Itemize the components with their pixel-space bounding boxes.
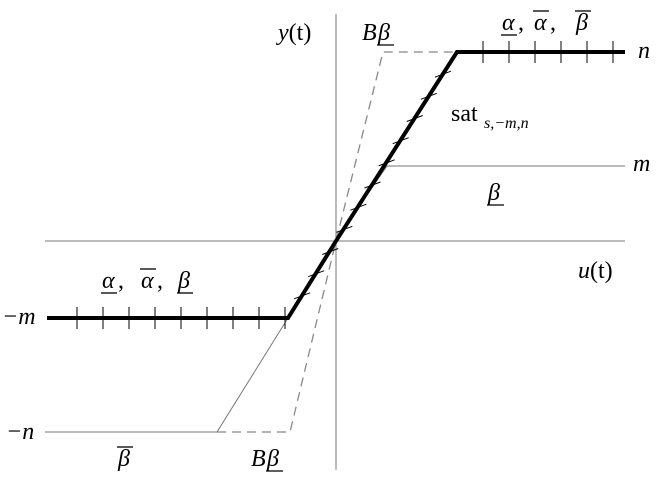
tick-marks — [76, 41, 614, 329]
svg-text:B: B — [251, 446, 266, 472]
svg-text:,: , — [157, 268, 163, 294]
svg-text:β: β — [487, 180, 500, 206]
sat-subscript: s,−m,n — [484, 115, 529, 132]
svg-text:β: β — [575, 10, 588, 36]
n-label: n — [638, 38, 650, 64]
minus-n-level-line — [45, 240, 337, 433]
tick-mark — [364, 181, 381, 189]
tick-mark — [322, 248, 339, 255]
svg-text:α: α — [502, 10, 515, 36]
minus-m-label: −m — [2, 304, 36, 330]
saturation-curve — [47, 50, 625, 320]
tick-mark — [420, 92, 438, 100]
tick-mark — [336, 225, 353, 233]
tick-mark — [434, 70, 452, 78]
svg-text:β: β — [117, 446, 130, 472]
tick-mark — [350, 203, 367, 211]
svg-text:α: α — [102, 268, 115, 294]
svg-text:α: α — [141, 268, 154, 294]
tick-mark — [307, 270, 325, 278]
svg-text:,: , — [550, 10, 556, 36]
svg-text:β: β — [266, 446, 279, 472]
minus-n-label: −n — [6, 419, 34, 445]
svg-text:,: , — [118, 268, 124, 294]
m-label: m — [633, 151, 650, 177]
dashed-curve — [217, 51, 455, 433]
tick-mark — [378, 159, 395, 167]
tick-mark — [392, 137, 409, 145]
sat-label: sat — [451, 101, 478, 127]
B-beta-underline-bottom: B β — [251, 446, 283, 472]
svg-text:,: , — [518, 10, 524, 36]
B-beta-underline-top: B β — [362, 20, 394, 46]
beta-underline-mid: β — [487, 180, 504, 206]
tick-mark — [406, 115, 423, 122]
y-axis-label: y(t) — [276, 20, 311, 46]
svg-text:α: α — [534, 10, 547, 36]
left-symbols: α , α , β — [101, 268, 193, 294]
svg-text:β: β — [377, 20, 390, 46]
svg-text:β: β — [177, 268, 190, 294]
tick-mark — [293, 292, 311, 300]
svg-text:B: B — [362, 20, 377, 46]
beta-overline-bottom: β — [117, 446, 133, 472]
top-right-symbols: α , α , β — [501, 10, 591, 36]
u-axis-label: u(t) — [578, 258, 613, 284]
